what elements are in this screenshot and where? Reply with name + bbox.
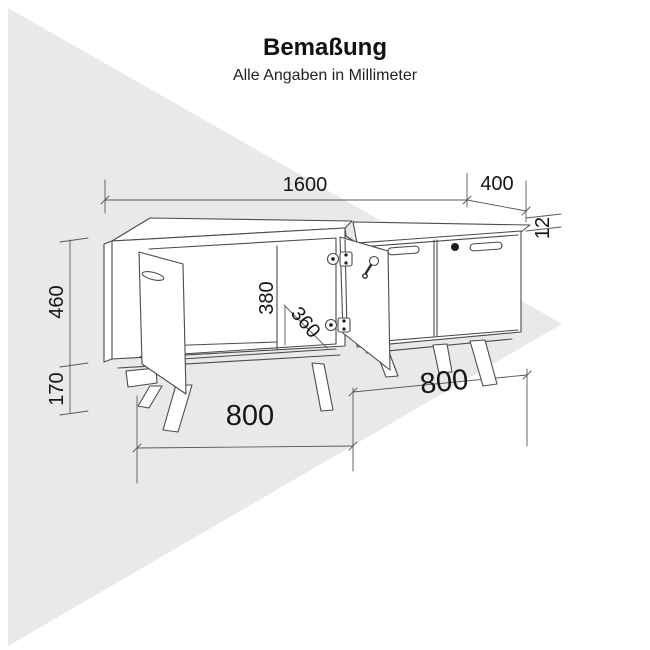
leg	[311, 362, 334, 412]
door-handle	[387, 245, 420, 256]
base-bracket	[125, 367, 158, 388]
door-handle	[141, 271, 165, 281]
dim-total-width: 1600	[283, 174, 328, 196]
dimension-lines	[59, 172, 562, 484]
dim-right-section-width: 800	[418, 364, 469, 401]
dim-leg-height: 170	[46, 372, 68, 405]
leg	[162, 384, 193, 433]
page-subtitle: Alle Angaben in Millimeter	[233, 67, 418, 84]
hinge-icon	[324, 317, 351, 333]
door-handle	[469, 241, 503, 252]
open-door-left	[138, 251, 187, 395]
page-title: Bemaßung	[263, 34, 387, 61]
key-lock-icon	[362, 255, 380, 279]
leg	[432, 343, 453, 374]
sideboard-drawing	[103, 217, 531, 433]
leg	[137, 385, 163, 409]
dim-body-height: 460	[46, 285, 68, 318]
dim-top-thickness: 12	[532, 217, 554, 239]
lock-icon	[451, 243, 459, 251]
leg	[469, 339, 498, 387]
dim-depth: 400	[480, 173, 513, 195]
open-door-middle	[324, 236, 391, 371]
hinge-icon	[326, 251, 353, 267]
dim-interior-height: 380	[256, 281, 278, 314]
dimension-labels: 1600 400 12 460 170 380 360 800 800	[46, 173, 554, 432]
dim-left-section-width: 800	[226, 400, 274, 432]
